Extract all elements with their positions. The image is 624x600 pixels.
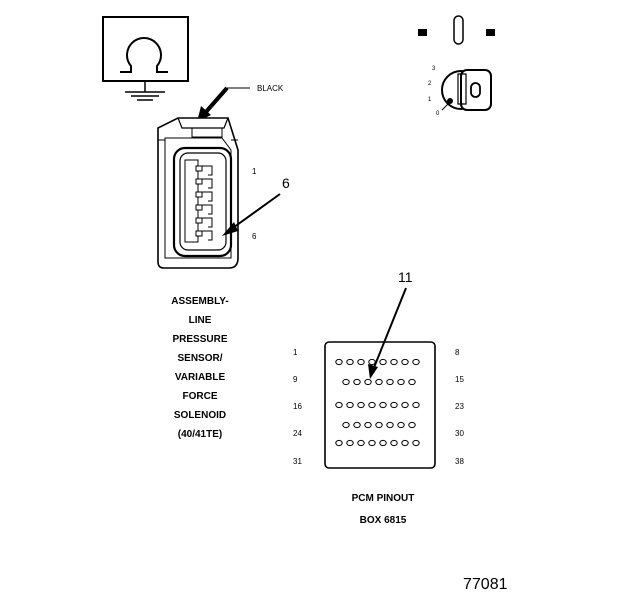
pcm-row-start-pin: 31 <box>293 457 302 466</box>
pcm-pin <box>397 378 405 386</box>
pcm-pin <box>335 401 343 409</box>
connector-name-line: VARIABLE <box>175 372 226 383</box>
pcm-pin <box>375 378 383 386</box>
connector-name-line: FORCE <box>183 391 218 402</box>
connector-name-line: (40/41TE) <box>178 429 222 440</box>
connector-terminal <box>195 230 203 237</box>
pcm-pin <box>342 421 350 429</box>
pcm-row-end-pin: 38 <box>455 457 464 466</box>
connector-terminal <box>195 178 203 185</box>
pcm-row-start-pin: 16 <box>293 402 302 411</box>
pcm-pin <box>342 378 350 386</box>
pcm-row-start-pin: 24 <box>293 429 302 438</box>
pcm-callout-number: 11 <box>398 269 413 285</box>
ignition-position-label: 1 <box>428 97 432 103</box>
pcm-pin <box>346 439 354 447</box>
connector-terminal-latch <box>202 191 213 202</box>
pcm-pin <box>379 358 387 366</box>
connector-name-line: SOLENOID <box>174 410 226 421</box>
pcm-pin <box>346 358 354 366</box>
pcm-pin <box>397 421 405 429</box>
connector-name-line: PRESSURE <box>172 334 227 345</box>
pcm-pin-grid <box>335 358 420 447</box>
pcm-pin <box>401 358 409 366</box>
ground-icon <box>125 81 165 101</box>
pcm-pin <box>386 421 394 429</box>
pcm-pin <box>364 378 372 386</box>
pcm-pin <box>368 401 376 409</box>
pcm-caption-line: PCM PINOUT <box>352 493 415 504</box>
connector-pin-end-label: 6 <box>252 232 257 241</box>
pcm-pin <box>379 439 387 447</box>
connector-terminal-latch <box>202 230 213 241</box>
pcm-pin <box>390 439 398 447</box>
pcm-pin <box>357 358 365 366</box>
pcm-pin <box>408 421 416 429</box>
pcm-pin <box>401 439 409 447</box>
connector-terminal-latch <box>202 217 213 228</box>
pcm-pin <box>375 421 383 429</box>
connector-callout-number: 6 <box>282 175 290 191</box>
pcm-pin <box>412 439 420 447</box>
ohmmeter-icon <box>102 16 189 82</box>
pcm-pin <box>390 358 398 366</box>
pcm-row-end-pin: 8 <box>455 348 460 357</box>
pcm-pin <box>346 401 354 409</box>
pcm-caption-line: BOX 6815 <box>360 515 407 526</box>
connector-terminal-latch <box>202 178 213 189</box>
pcm-pin <box>408 378 416 386</box>
connector-terminal <box>195 204 203 211</box>
pcm-pin <box>412 358 420 366</box>
pcm-pin <box>353 378 361 386</box>
pcm-row-end-pin: 15 <box>455 375 464 384</box>
black-lead <box>197 86 250 122</box>
arrow-pointer-icon <box>222 193 281 236</box>
ignition-position-label: 2 <box>428 81 432 87</box>
pcm-pin <box>368 439 376 447</box>
connector-name-line: ASSEMBLY- <box>171 296 228 307</box>
connector-pin-start-label: 1 <box>252 167 257 176</box>
connector-terminal <box>195 191 203 198</box>
pcm-row-end-pin: 23 <box>455 402 464 411</box>
arrow-pointer-icon <box>368 287 407 379</box>
connector-name-line: SENSOR/ <box>177 353 222 364</box>
ignition-position-label: 3 <box>432 66 436 72</box>
connector-terminal-latch <box>202 204 213 215</box>
connector-name-line: LINE <box>189 315 212 326</box>
pcm-pin <box>390 401 398 409</box>
pcm-pin <box>412 401 420 409</box>
pcm-row-end-pin: 30 <box>455 429 464 438</box>
ignition-switch-icon <box>418 15 495 45</box>
pcm-pin <box>335 358 343 366</box>
pcm-row-start-pin: 1 <box>293 348 298 357</box>
figure-number: 77081 <box>463 576 508 593</box>
wire-color-label: BLACK <box>257 84 284 93</box>
pcm-pin <box>335 439 343 447</box>
pcm-pin <box>364 421 372 429</box>
pcm-pin <box>368 358 376 366</box>
ignition-position-label: 0 <box>436 111 440 117</box>
connector-terminal <box>195 217 203 224</box>
pcm-pin <box>357 401 365 409</box>
pcm-row-start-pin: 9 <box>293 375 298 384</box>
pcm-pin <box>357 439 365 447</box>
connector-terminal <box>195 165 203 172</box>
connector-name: ASSEMBLY- LINE PRESSURE SENSOR/ VARIABLE… <box>171 296 228 440</box>
pcm-pin <box>386 378 394 386</box>
ignition-key-icon <box>441 69 492 111</box>
pcm-pin <box>379 401 387 409</box>
connector-pins <box>195 165 213 241</box>
pcm-pin <box>401 401 409 409</box>
pcm-pin <box>353 421 361 429</box>
connector-terminal-latch <box>202 165 213 176</box>
